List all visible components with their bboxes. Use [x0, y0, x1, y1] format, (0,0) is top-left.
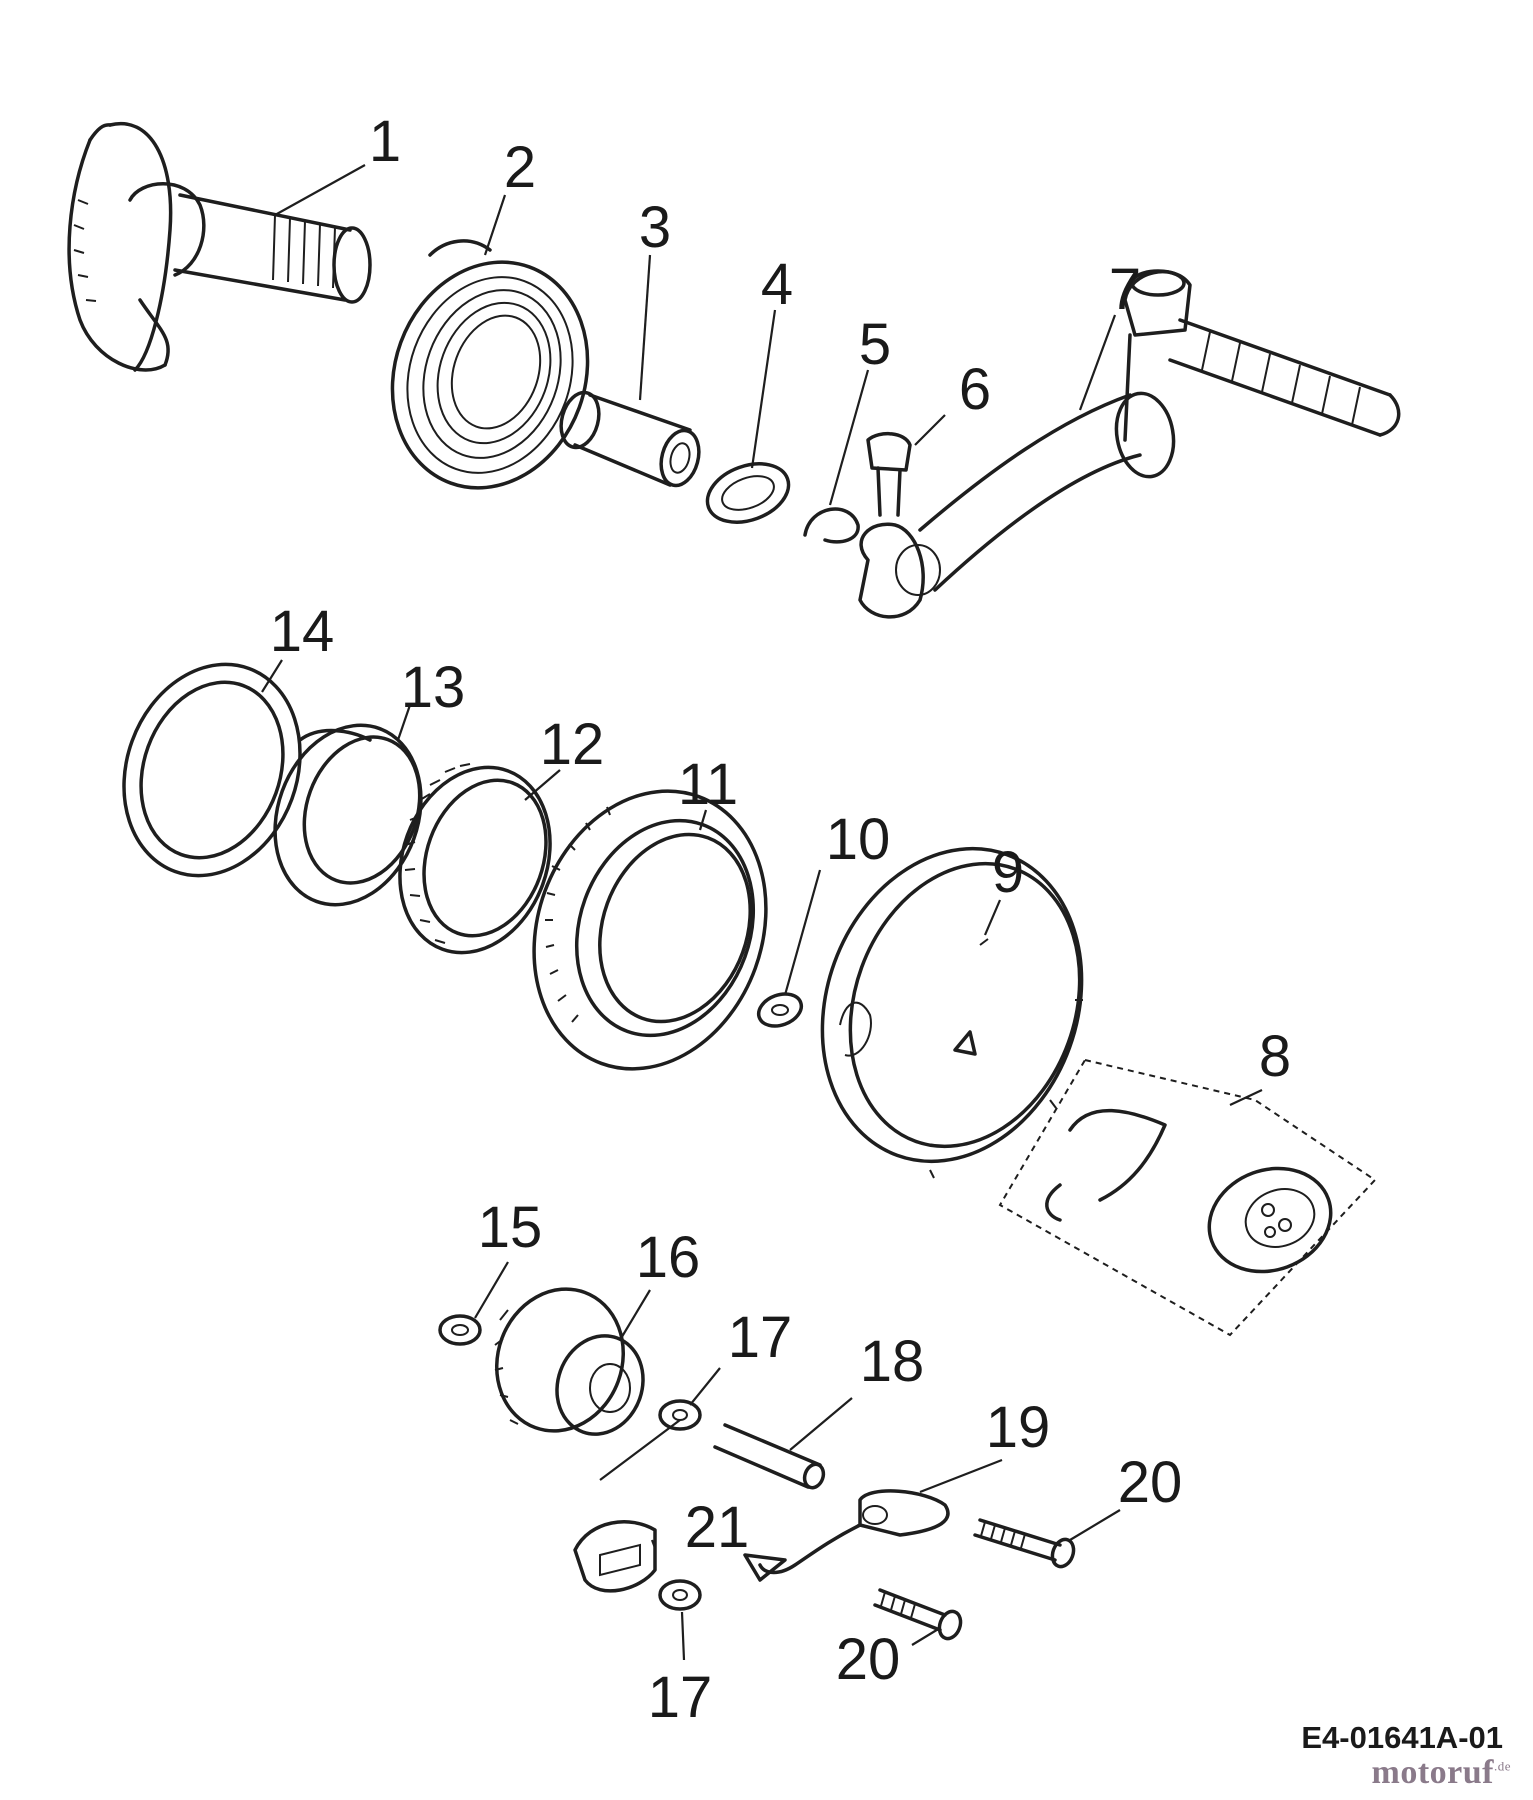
leader-9	[983, 899, 1002, 936]
leader-18	[789, 1397, 853, 1451]
leader-8	[1229, 1089, 1263, 1106]
part-2-spring	[390, 239, 590, 490]
watermark-suffix: .de	[1493, 1758, 1511, 1774]
watermark-logo: motoruf.de	[1372, 1754, 1512, 1792]
leader-17a	[689, 1367, 721, 1406]
part-21-bracket	[573, 1520, 657, 1593]
leader-17a-ext	[599, 1419, 681, 1481]
part-19-pawl-arm	[743, 1489, 950, 1582]
callout-1: 1	[368, 109, 402, 174]
callout-17-upper: 17	[727, 1305, 793, 1370]
callout-13: 13	[400, 655, 466, 720]
part-3-sleeve	[559, 390, 701, 488]
part-9-ratchet-plate	[820, 846, 1084, 1179]
part-18-pin	[713, 1423, 826, 1490]
part-11-ratchet-gear	[532, 789, 768, 1071]
part-12-needle-bearing	[398, 763, 552, 955]
part-17-washer-upper	[658, 1399, 702, 1431]
part-20-screw-right	[973, 1518, 1076, 1569]
leader-7	[1078, 314, 1117, 411]
part-20-screw-lower	[873, 1588, 963, 1641]
leader-17b	[680, 1611, 686, 1661]
callout-11: 11	[677, 752, 739, 817]
callout-10: 10	[825, 807, 891, 872]
callout-17-lower: 17	[647, 1665, 713, 1730]
leader-12	[524, 769, 561, 801]
part-5-circlip	[803, 507, 860, 544]
leader-20b	[911, 1627, 941, 1646]
leader-1	[274, 164, 366, 216]
callout-20-right: 20	[1117, 1450, 1183, 1515]
leader-6	[914, 414, 946, 446]
callout-12: 12	[539, 712, 605, 777]
leader-16	[619, 1289, 651, 1341]
leader-3	[638, 254, 652, 401]
callout-20-lower: 20	[835, 1627, 901, 1692]
part-14-thrust-washer	[122, 662, 302, 878]
leader-14	[261, 659, 283, 693]
part-8-pawl-assembly	[998, 1058, 1377, 1337]
leader-lines	[261, 164, 1263, 1661]
leader-4	[750, 309, 777, 469]
part-17-washer-lower	[658, 1579, 702, 1611]
callout-16: 16	[635, 1225, 701, 1290]
part-1-kick-shaft	[67, 121, 372, 372]
callout-8: 8	[1258, 1024, 1292, 1089]
leader-5	[828, 369, 870, 506]
leader-10	[783, 869, 822, 996]
part-7-kick-lever	[858, 269, 1401, 619]
callout-15: 15	[477, 1195, 543, 1260]
part-6-bolt	[866, 432, 912, 517]
callout-2: 2	[503, 135, 537, 200]
callout-6: 6	[958, 357, 992, 422]
leader-19	[919, 1458, 1003, 1494]
part-16-idler-gear	[494, 1287, 645, 1436]
watermark-text: motoruf	[1371, 1754, 1494, 1791]
callout-21: 21	[684, 1495, 750, 1560]
part-15-washer	[438, 1314, 482, 1346]
leader-2	[483, 194, 507, 256]
leader-21	[650, 1539, 657, 1549]
part-10-washer	[756, 992, 804, 1028]
callout-7: 7	[1108, 257, 1142, 322]
leader-15	[474, 1261, 509, 1319]
callout-3: 3	[638, 195, 672, 260]
part-13-bearing-race	[273, 723, 423, 907]
callout-19: 19	[985, 1395, 1051, 1460]
callout-5: 5	[858, 312, 892, 377]
leader-20a	[1069, 1509, 1121, 1541]
callout-9: 9	[991, 840, 1025, 905]
leader-13	[396, 704, 412, 741]
callout-18: 18	[859, 1329, 925, 1394]
callout-4: 4	[760, 252, 794, 317]
callout-14: 14	[269, 599, 335, 664]
leader-11	[698, 809, 708, 831]
part-4-washer	[705, 462, 791, 524]
diagram-code-label: E4-01641A-01	[1301, 1720, 1503, 1755]
